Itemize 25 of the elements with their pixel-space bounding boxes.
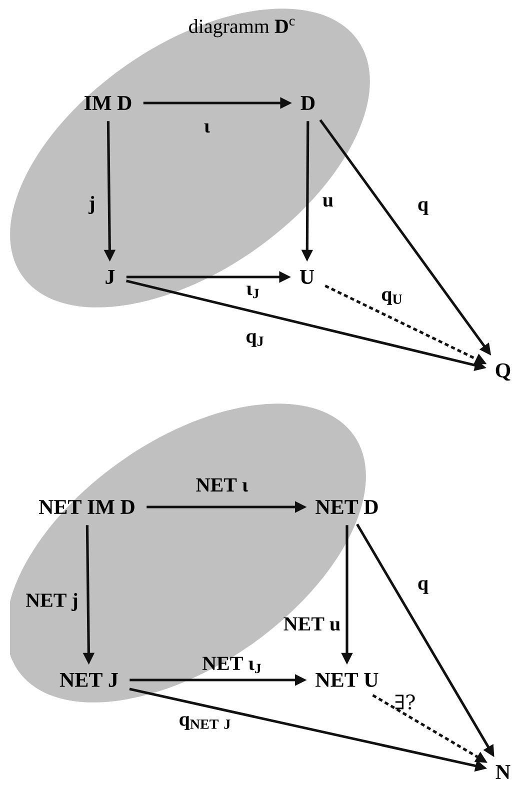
object-label: NET IM D <box>38 500 134 514</box>
object-label: Q <box>496 363 510 381</box>
object-label: IM D <box>84 96 132 110</box>
edge-label: NET ι$_{J}$ <box>202 656 262 674</box>
object-label: U <box>300 270 314 284</box>
object-label: NET J <box>60 673 118 687</box>
edge-label: NET u <box>284 617 340 631</box>
edge-label: $\mathbf{q}_{\mathbf{NET\ J}}$ <box>180 716 230 730</box>
edge-label: NET j <box>26 592 78 612</box>
edge-label: ι <box>204 123 210 133</box>
edge-label: ∃? <box>395 694 415 710</box>
object-label: J <box>106 270 115 284</box>
object-label: N <box>496 765 510 779</box>
edge-label: j <box>88 196 94 214</box>
edge-label: ι$_{J}$ <box>246 286 259 298</box>
object-label: NET D <box>316 500 378 514</box>
edge-label: NET ι <box>196 478 248 492</box>
edge-label: q$_{J}$ <box>246 333 264 347</box>
edge-label: q <box>418 201 428 215</box>
edge-label: q <box>418 580 428 594</box>
ellipse-region <box>10 404 366 702</box>
object-label: NET U <box>316 673 378 687</box>
edge-label: q$_{U}$ <box>382 291 402 305</box>
object-label: D <box>300 96 315 110</box>
edge-label: u <box>322 197 334 207</box>
